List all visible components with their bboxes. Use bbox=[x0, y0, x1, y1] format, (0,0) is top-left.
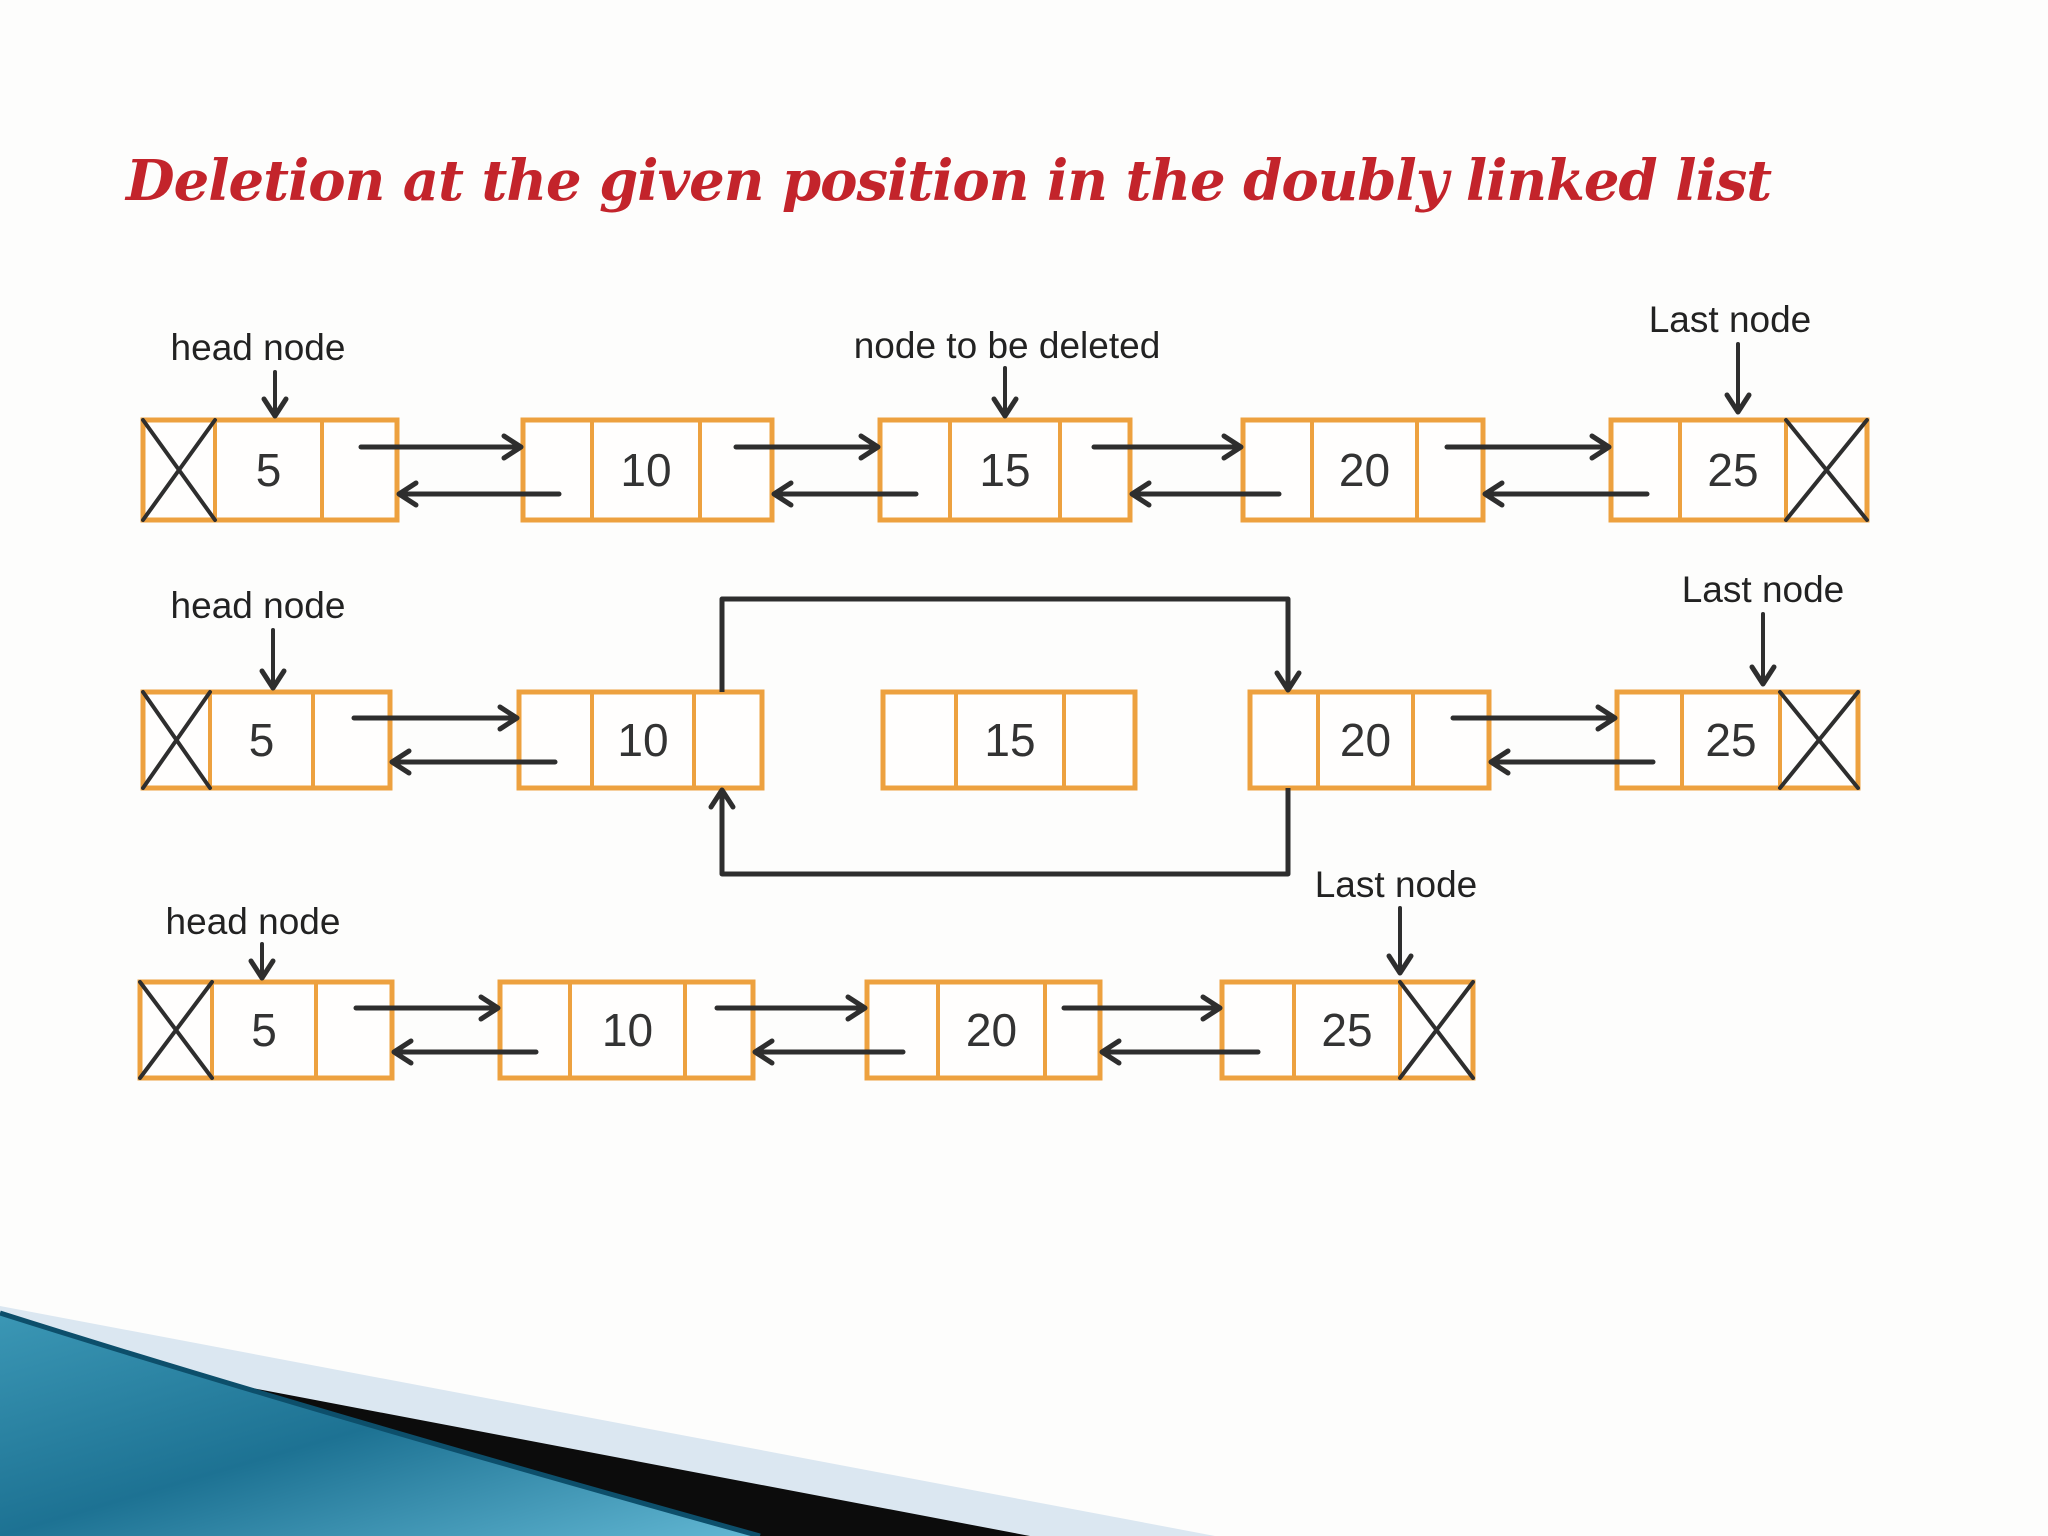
label-pointer-arrowhead bbox=[248, 958, 276, 981]
node-5: 5 bbox=[137, 979, 395, 1081]
label-pointer-arrowhead bbox=[261, 396, 289, 419]
node-10: 10 bbox=[516, 689, 765, 791]
null-x-mark bbox=[138, 980, 214, 1080]
node-20: 20 bbox=[1240, 417, 1486, 523]
node-20: 20 bbox=[1247, 689, 1492, 791]
node-value: 20 bbox=[1339, 444, 1390, 496]
node-20: 20 bbox=[864, 979, 1103, 1081]
node-box bbox=[137, 979, 395, 1081]
label-pointer-arrowhead bbox=[1749, 664, 1777, 687]
teal-wedge bbox=[0, 1313, 760, 1536]
node-value: 25 bbox=[1321, 1004, 1372, 1056]
label-last-node: Last node bbox=[1682, 569, 1845, 610]
prev-pointer-arrowhead bbox=[771, 480, 794, 508]
node-value: 10 bbox=[602, 1004, 653, 1056]
node-value: 10 bbox=[617, 714, 668, 766]
node-value: 5 bbox=[249, 714, 275, 766]
null-x-mark bbox=[141, 690, 212, 790]
null-x-mark bbox=[1778, 690, 1860, 790]
slide-title: Deletion at the given position in the do… bbox=[126, 148, 1772, 214]
null-x-mark bbox=[1398, 980, 1475, 1080]
label-head-node: head node bbox=[171, 585, 346, 626]
node-value: 5 bbox=[251, 1004, 277, 1056]
prev-pointer-arrowhead bbox=[391, 1038, 414, 1066]
node-15: 15 bbox=[880, 689, 1138, 791]
teal-wedge-edge bbox=[0, 1310, 761, 1536]
next-pointer-arrowhead bbox=[1200, 994, 1223, 1022]
prev-pointer-arrowhead bbox=[1488, 748, 1511, 776]
node-25: 25 bbox=[1614, 689, 1861, 791]
node-box bbox=[497, 979, 756, 1081]
node-box bbox=[1240, 417, 1486, 523]
bypass-next-line bbox=[719, 596, 1291, 692]
prev-pointer-arrowhead bbox=[752, 1038, 775, 1066]
next-pointer-arrowhead bbox=[845, 994, 868, 1022]
node-box bbox=[864, 979, 1103, 1081]
node-box bbox=[520, 417, 775, 523]
node-value: 20 bbox=[966, 1004, 1017, 1056]
node-value: 5 bbox=[256, 444, 282, 496]
label-pointer-arrowhead bbox=[991, 396, 1019, 419]
node-value: 25 bbox=[1707, 444, 1758, 496]
prev-pointer-arrowhead bbox=[1129, 480, 1152, 508]
list-row-1: 5 10 15 20 25 head node node to be deleted Last… bbox=[140, 299, 1870, 523]
node-value: 15 bbox=[979, 444, 1030, 496]
node-value: 25 bbox=[1705, 714, 1756, 766]
next-pointer-arrowhead bbox=[1589, 433, 1612, 461]
label-pointer-arrowhead bbox=[259, 668, 287, 691]
node-box bbox=[877, 417, 1133, 523]
prev-pointer-arrowhead bbox=[1099, 1038, 1122, 1066]
node-box bbox=[1247, 689, 1492, 791]
prev-pointer-arrowhead bbox=[1482, 480, 1505, 508]
label-head-node: head node bbox=[171, 327, 346, 368]
next-pointer-arrowhead bbox=[1221, 433, 1244, 461]
node-15: 15 bbox=[877, 417, 1133, 523]
node-25: 25 bbox=[1608, 417, 1870, 523]
label-pointer-arrowhead bbox=[1386, 953, 1414, 976]
label-head-node: head node bbox=[166, 901, 341, 942]
node-10: 10 bbox=[520, 417, 775, 523]
bypass-prev-line bbox=[719, 788, 1291, 877]
label-pointer-arrowhead bbox=[1724, 392, 1752, 415]
node-value: 15 bbox=[984, 714, 1035, 766]
list-row-2: 5 10 15 20 25 head node Last node bbox=[140, 569, 1861, 877]
label-last-node: Last node bbox=[1315, 864, 1478, 905]
node-5: 5 bbox=[140, 417, 400, 523]
prev-pointer-arrowhead bbox=[396, 480, 419, 508]
null-x-mark bbox=[1784, 418, 1869, 522]
node-5: 5 bbox=[140, 689, 393, 791]
bypass-next-arrowhead bbox=[1274, 670, 1302, 693]
label-last-node: Last node bbox=[1649, 299, 1812, 340]
next-pointer-arrowhead bbox=[858, 433, 881, 461]
node-box bbox=[140, 689, 393, 791]
node-value: 10 bbox=[620, 444, 671, 496]
node-25: 25 bbox=[1219, 979, 1476, 1081]
next-pointer-arrowhead bbox=[1595, 704, 1618, 732]
node-box bbox=[1219, 979, 1476, 1081]
node-10: 10 bbox=[497, 979, 756, 1081]
node-box bbox=[140, 417, 400, 523]
node-box bbox=[516, 689, 765, 791]
list-row-3: 5 10 20 25 head node Last node bbox=[137, 864, 1478, 1081]
node-value: 20 bbox=[1340, 714, 1391, 766]
null-x-mark bbox=[141, 418, 217, 522]
next-pointer-arrowhead bbox=[501, 433, 524, 461]
label-node-to-be-deleted: node to be deleted bbox=[854, 325, 1161, 366]
next-pointer-arrowhead bbox=[497, 704, 520, 732]
bypass-prev-arrowhead bbox=[708, 787, 736, 810]
node-box bbox=[880, 689, 1138, 791]
prev-pointer-arrowhead bbox=[389, 748, 412, 776]
next-pointer-arrowhead bbox=[478, 994, 501, 1022]
